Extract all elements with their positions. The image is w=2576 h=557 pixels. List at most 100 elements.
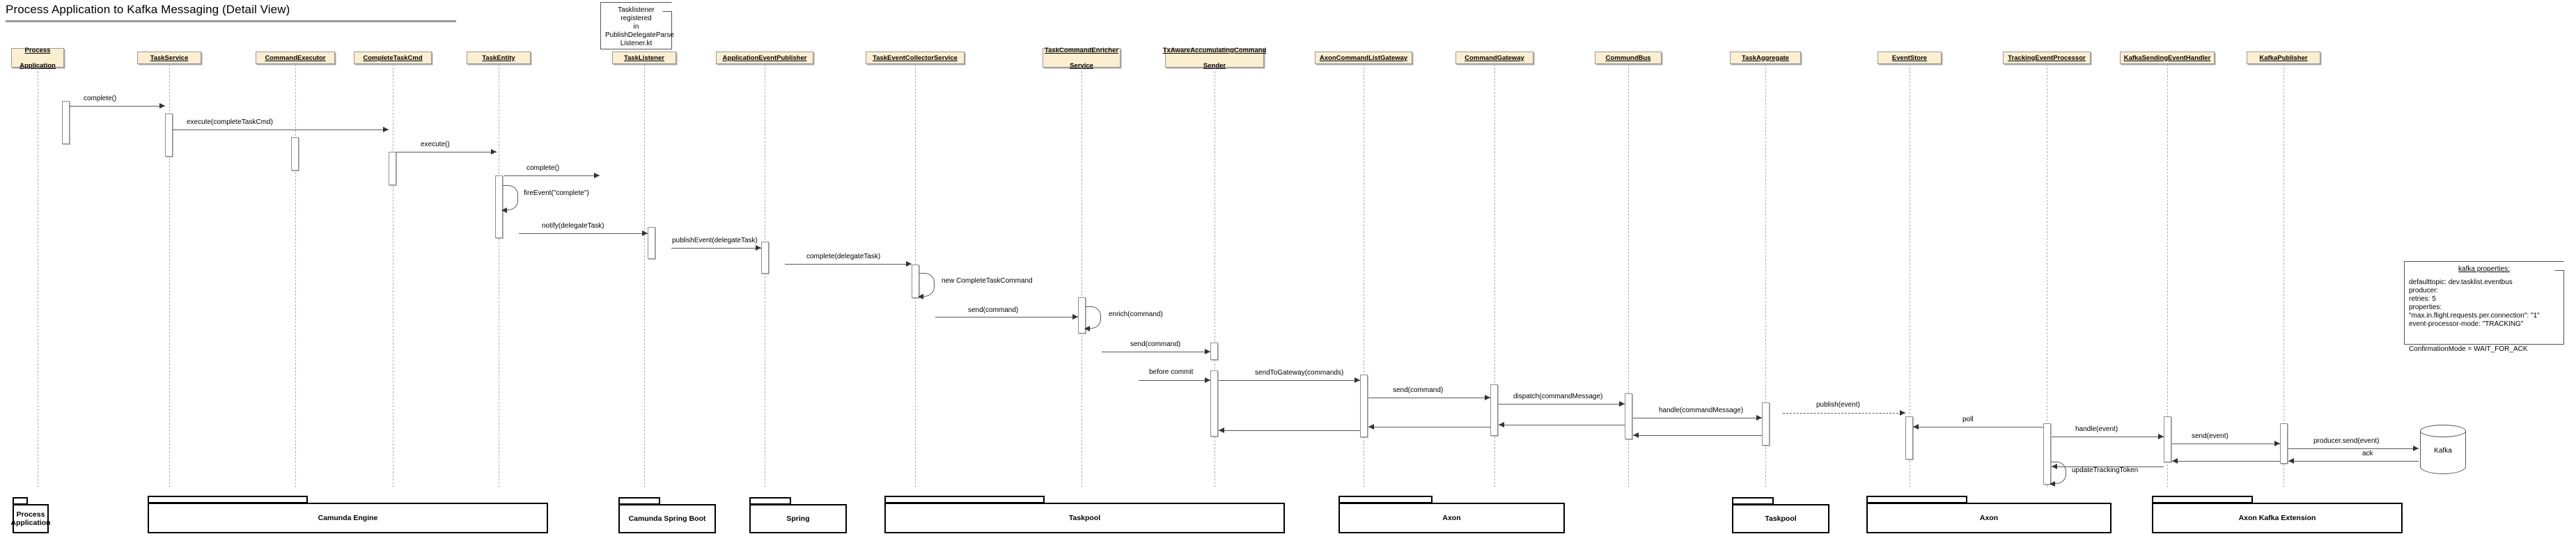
lifeline-label: CommandExecutor (265, 54, 326, 62)
msg-send-command-3-return-arrowhead (1368, 424, 1374, 430)
lifeline-head-axon-command-list-gateway[interactable]: AxonCommandListGateway (1315, 52, 1412, 64)
msg-handle-return (1633, 435, 1762, 436)
msg-dispatch-command-message-arrowhead (1619, 401, 1625, 407)
lifeline-label: TaskCommandEnricher (1045, 46, 1118, 54)
lifeline-label: TrackingEventProcessor (2008, 54, 2086, 62)
msg-complete-delegate-task-arrowhead (906, 261, 912, 267)
pkg-camunda-engine-label: Camunda Engine (148, 503, 548, 533)
act-task-listener (648, 227, 655, 259)
pkg-spring-label: Spring (749, 504, 847, 533)
msg-poll-arrowhead (1913, 424, 1919, 430)
msg-execute-arrowhead (491, 149, 497, 155)
lifeline-kafka-sending-event-handler (2167, 64, 2168, 487)
msg-publish-event-dotted-arrowhead (1900, 410, 1905, 416)
lifeline-head-kafka-publisher[interactable]: KafkaPublisher (2247, 52, 2320, 64)
msg-send-event-return (2172, 461, 2280, 462)
lifeline-head-task-service[interactable]: TaskService (137, 52, 201, 64)
pkg-axon-2: Axon (1866, 496, 2111, 533)
msg-handle-return-arrowhead (1633, 432, 1639, 439)
lifeline-head-complete-task-cmd[interactable]: CompleteTaskCmd (354, 52, 432, 64)
pkg-camunda-spring-boot-label: Camunda Spring Boot (618, 504, 716, 533)
msg-ack (2288, 461, 2419, 462)
database-cylinder-top (2420, 425, 2466, 437)
msg-send-command-3-label: send(command) (1393, 386, 1444, 394)
lifeline-label: AxonCommandListGateway (1319, 54, 1408, 62)
note-task-listener-text: Tasklistener registered in PublishDelega… (605, 6, 674, 47)
lifeline-task-service (169, 64, 170, 487)
pkg-process-application: Process Application (10, 497, 51, 533)
act-task-aggregate (1762, 402, 1770, 446)
lifeline-head-task-event-collector-service[interactable]: TaskEventCollectorService (866, 52, 965, 64)
self-update-tracking-token-arrowhead (2050, 480, 2055, 487)
msg-send-command-1-arrowhead (1072, 314, 1078, 320)
msg-publish-event-arrowhead (756, 245, 761, 251)
pkg-camunda-engine: Camunda Engine (148, 496, 548, 533)
act-task-event-collector-service (912, 265, 919, 298)
act-commund-bus (1625, 393, 1632, 439)
act-process-application (62, 101, 70, 144)
note-task-listener-body: Tasklistener registered in PublishDelega… (601, 3, 674, 52)
lifeline-label: Sender (1203, 61, 1226, 70)
act-tx-sender-1 (1210, 343, 1218, 360)
lifeline-head-task-entity[interactable]: TaskEntity (467, 52, 531, 64)
msg-publish-event-dotted-label: publish(event) (1816, 401, 1860, 409)
lifeline-head-kafka-sending-event-handler[interactable]: KafkaSendingEventHandler (2120, 52, 2215, 64)
msg-send-command-3-arrowhead (1485, 395, 1490, 401)
msg-complete-delegate-task (785, 264, 912, 265)
note-kafka-properties-title: kafka properties: (2458, 265, 2510, 273)
msg-complete (70, 106, 165, 107)
lifeline-label: Process (24, 46, 51, 54)
lifeline-label: CommundBus (1605, 54, 1651, 62)
pkg-spring: Spring (749, 497, 847, 533)
lifeline-label: CommandGateway (1465, 54, 1524, 62)
msg-dispatch-command-message-label: dispatch(commandMessage) (1513, 393, 1603, 400)
lifeline-head-application-event-publisher[interactable]: ApplicationEventPublisher (716, 52, 813, 64)
msg-ack-label: ack (2362, 450, 2373, 457)
note-kafka-properties-body: kafka properties: defaulttopic: dev.taskl… (2405, 262, 2563, 357)
msg-complete-task-entity-arrowhead (594, 173, 600, 179)
msg-notify-delegate-task (519, 233, 648, 234)
note-task-listener: Tasklistener registered in PublishDelega… (600, 2, 674, 52)
lifeline-label: KafkaSendingEventHandler (2123, 54, 2211, 62)
msg-handle-event-arrowhead (2158, 434, 2164, 440)
self-new-complete-task-command-arrowhead (918, 293, 923, 299)
pkg-axon-kafka-extension-label: Axon Kafka Extension (2152, 503, 2403, 533)
note-kafka-properties-text: defaulttopic: dev.tasklist.eventbus prod… (2409, 278, 2540, 353)
lifeline-head-event-store[interactable]: EventStore (1878, 52, 1942, 64)
lifeline-label: TxAwareAccumulatingCommand (1162, 46, 1267, 54)
msg-complete-task-entity-label: complete() (526, 164, 560, 172)
pkg-taskpool-1-label: Taskpool (884, 503, 1285, 533)
msg-complete-delegate-task-label: complete(delegateTask) (806, 253, 881, 260)
self-new-complete-task-command-label: new CompleteTaskCommand (942, 277, 1033, 285)
lifeline-label: TaskAggregate (1742, 54, 1789, 62)
msg-send-command-2-label: send(command) (1130, 340, 1181, 348)
kafka-database: Kafka (2420, 425, 2466, 480)
msg-complete-label: complete() (84, 95, 117, 102)
pkg-axon-1-label: Axon (1338, 503, 1565, 533)
lifeline-head-commund-bus[interactable]: CommundBus (1595, 52, 1662, 64)
msg-producer-send-event (2288, 448, 2419, 449)
lifeline-head-task-listener[interactable]: TaskListener (612, 52, 676, 64)
lifeline-head-command-executor[interactable]: CommandExecutor (256, 52, 335, 64)
msg-handle-command-message-arrowhead (1756, 415, 1762, 421)
lifeline-label: Service (1070, 61, 1093, 70)
msg-send-event-label: send(event) (2192, 432, 2228, 440)
msg-dispatch-command-message (1499, 404, 1625, 405)
msg-notify-delegate-task-arrowhead (642, 230, 648, 237)
lifeline-label: EventStore (1891, 54, 1928, 62)
msg-publish-event-label: publishEvent(delegateTask) (672, 237, 758, 244)
lifeline-head-tracking-event-processor[interactable]: TrackingEventProcessor (2003, 52, 2091, 64)
lifeline-head-command-gateway[interactable]: CommandGateway (1455, 52, 1533, 64)
lifeline-head-task-aggregate[interactable]: TaskAggregate (1730, 52, 1801, 64)
lifeline-label: TaskListener (624, 54, 664, 62)
self-new-complete-task-command (919, 273, 935, 297)
pkg-taskpool-2-label: Taskpool (1732, 504, 1829, 533)
msg-execute-label: execute() (421, 141, 450, 148)
msg-publish-event-dotted (1783, 413, 1905, 414)
pkg-axon-1: Axon (1338, 496, 1565, 533)
lifeline-commund-bus (1628, 64, 1629, 487)
database-label: Kafka (2434, 447, 2452, 455)
